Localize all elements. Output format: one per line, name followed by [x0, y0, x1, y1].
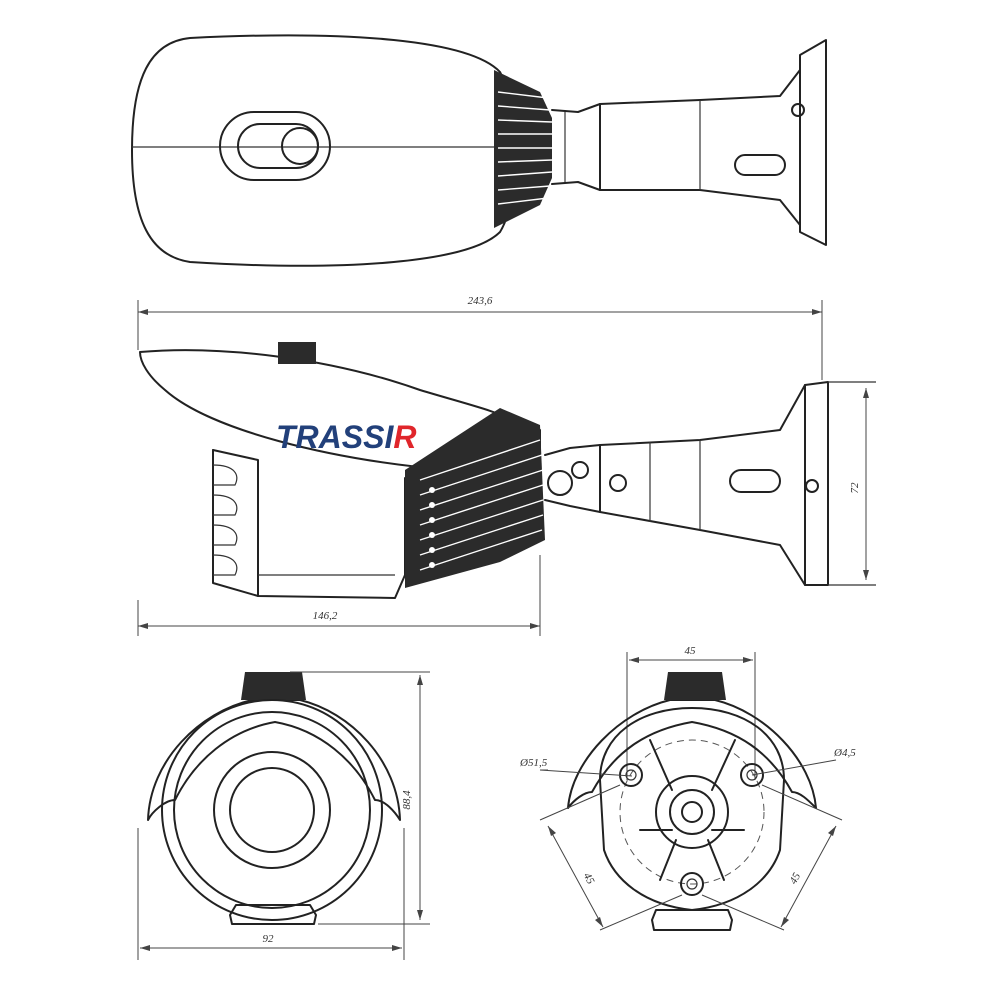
rear-view-pcd-circle: [619, 739, 765, 885]
rear-view-top-knob: [664, 672, 726, 700]
brand-logo-accent: R: [393, 419, 416, 455]
top-view: [131, 34, 827, 267]
top-view-wall-plate: [799, 39, 827, 246]
side-view: 243,6 TRASSIR: [137, 295, 876, 636]
dim-front-height: 88,4: [401, 790, 413, 810]
top-view-slot-outer: [219, 111, 331, 181]
dim-mount-height: 72: [849, 482, 861, 494]
front-view: 88,4 92: [137, 671, 430, 960]
side-view-arm-slot: [729, 469, 781, 493]
dim-hole-right-leader: [751, 759, 837, 776]
front-view-top-knob: [241, 672, 306, 700]
rear-view-visor: [567, 699, 817, 809]
top-view-slot-inner: [237, 123, 319, 169]
brand-logo-main: TRASSI: [276, 419, 394, 455]
front-view-lens-inner: [229, 767, 315, 853]
front-view-housing: [161, 699, 383, 921]
front-view-visor: [147, 699, 401, 821]
dim-hole-diameter-left: Ø51,5: [519, 757, 548, 769]
top-view-housing: [131, 34, 516, 267]
side-view-front-ribs: [212, 464, 238, 576]
rear-view: 45 Ø51,5 Ø4,5: [519, 645, 856, 931]
side-view-wall-plate: [804, 381, 829, 586]
dim-hole-diameter-right: Ø4,5: [833, 747, 856, 759]
dim-rear-left-spacing: 45: [581, 871, 597, 887]
top-view-arm-slot: [734, 154, 786, 176]
side-view-top-knob: [278, 342, 316, 364]
rear-view-center-inner: [681, 801, 703, 823]
side-view-joint: [544, 444, 601, 513]
dim-overall-length: 243,6: [468, 295, 493, 307]
top-view-heatsink: [494, 70, 552, 228]
dim-hole-left-leader: [539, 769, 633, 777]
rear-view-mount-base: [599, 707, 785, 911]
front-view-ir-window: [173, 711, 371, 909]
side-view-bracket-arm: [599, 384, 806, 586]
front-view-foot: [229, 904, 317, 925]
rear-view-center-mid: [669, 789, 715, 835]
dim-rear-top-spacing: 45: [685, 645, 697, 657]
top-view-neck: [551, 103, 601, 191]
dim-body-length: 146,2: [313, 610, 338, 622]
rear-view-center-outer: [655, 775, 729, 849]
top-view-screw: [281, 127, 319, 165]
rear-view-foot: [651, 909, 733, 931]
side-view-heatsink: [405, 408, 545, 588]
dim-rear-right-spacing: 45: [787, 870, 803, 886]
dim-rear-right-line: [780, 825, 837, 928]
front-view-lens-outer: [213, 751, 331, 869]
rear-view-ribs: [639, 739, 745, 881]
dim-front-width: 92: [263, 933, 275, 945]
side-view-lower-body: [212, 449, 406, 599]
brand-logo: TRASSIR: [276, 419, 416, 455]
dim-rear-left-line: [547, 825, 604, 928]
rear-view-screw-holes: [619, 763, 764, 896]
